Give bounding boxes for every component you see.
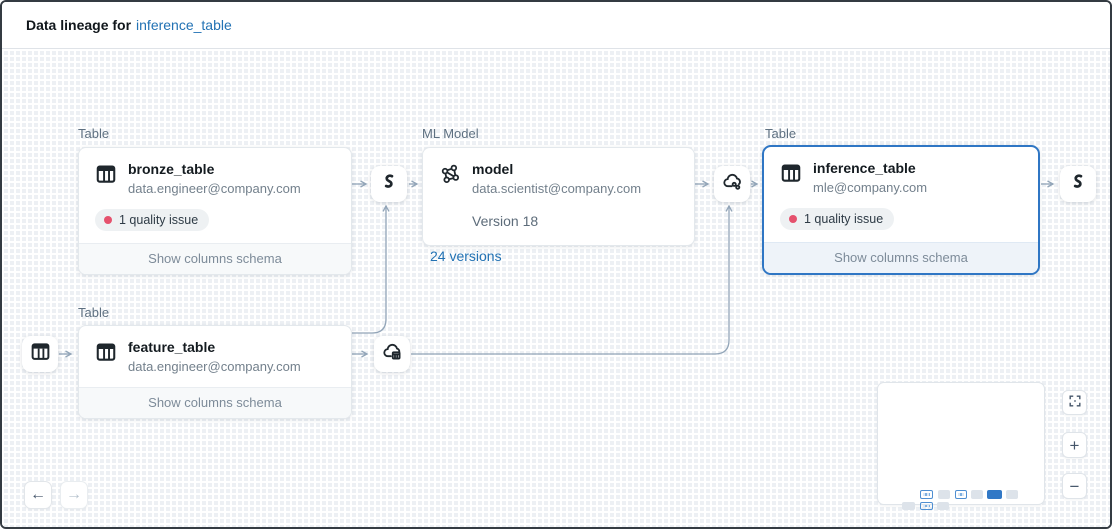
minimap-node: [1006, 490, 1018, 499]
forward-button[interactable]: →: [60, 481, 88, 509]
minimap-node: [955, 490, 967, 499]
fit-view-icon: [1068, 394, 1082, 411]
quality-dot-icon: [789, 215, 797, 224]
fit-to-view-button[interactable]: [1062, 390, 1087, 415]
minimap-node: [920, 490, 933, 499]
minimap-node: [938, 490, 950, 499]
show-columns-schema-button[interactable]: Show columns schema: [79, 243, 351, 275]
versions-link[interactable]: 24 versions: [430, 248, 502, 264]
quality-badge-label: 1 quality issue: [119, 213, 199, 228]
header: Data lineage for inference_table: [2, 2, 1110, 49]
quality-issue-badge[interactable]: 1 quality issue: [95, 209, 210, 232]
pipeline-icon: [1068, 172, 1088, 197]
node-pipeline-left[interactable]: [371, 166, 407, 202]
zoom-out-icon: −: [1069, 476, 1080, 496]
minimap-node: [920, 502, 933, 510]
back-arrow-icon: ←: [30, 486, 46, 503]
entity-name: inference_table: [813, 160, 916, 176]
minimap-node: [902, 502, 915, 510]
entity-owner: mle@company.com: [813, 179, 928, 195]
node-card-feature-table[interactable]: feature_table data.engineer@company.com …: [78, 325, 352, 420]
show-columns-schema-button[interactable]: Show columns schema: [79, 387, 351, 419]
entity-name: bronze_table: [128, 161, 215, 177]
entity-name: feature_table: [128, 339, 216, 355]
entity-owner: data.engineer@company.com: [128, 358, 301, 374]
node-model-serving[interactable]: [714, 166, 750, 202]
entity-owner: data.scientist@company.com: [472, 180, 642, 196]
node-feature-store[interactable]: [374, 336, 410, 372]
minimap-node-selected: [987, 490, 1002, 499]
zoom-out-button[interactable]: −: [1062, 473, 1087, 499]
zoom-in-button[interactable]: +: [1062, 432, 1087, 458]
node-card-inference-table[interactable]: inference_table mle@company.com 1 qualit…: [762, 145, 1040, 276]
node-card-model[interactable]: model data.scientist@company.com Version…: [422, 147, 695, 247]
minimap[interactable]: [877, 382, 1045, 510]
zoom-in-icon: +: [1069, 435, 1080, 455]
node-type-label: Table: [78, 305, 110, 320]
node-type-label: ML Model: [422, 126, 479, 141]
ml-model-icon: [439, 163, 461, 190]
forward-arrow-icon: →: [66, 486, 82, 503]
minimap-node: [937, 502, 949, 510]
node-source-table[interactable]: [22, 336, 58, 372]
table-icon: [95, 341, 117, 368]
quality-dot-icon: [104, 216, 112, 225]
table-icon: [95, 163, 117, 190]
back-button[interactable]: ←: [24, 481, 52, 509]
node-type-label: Table: [78, 126, 110, 141]
entity-name: model: [472, 161, 514, 177]
quality-issue-badge[interactable]: 1 quality issue: [780, 208, 895, 231]
node-pipeline-right[interactable]: [1060, 166, 1096, 202]
quality-badge-label: 1 quality issue: [804, 212, 884, 227]
entity-owner: data.engineer@company.com: [128, 180, 301, 196]
model-serving-icon: [722, 171, 743, 197]
node-card-bronze-table[interactable]: bronze_table data.engineer@company.com 1…: [78, 147, 352, 276]
page-title: Data lineage for: [26, 17, 132, 33]
feature-store-icon: [382, 341, 403, 367]
minimap-node: [971, 490, 983, 499]
show-columns-schema-button[interactable]: Show columns schema: [764, 242, 1038, 274]
lineage-canvas[interactable]: Table ML Model Table Table bronze_table …: [2, 49, 1110, 527]
entity-title-link[interactable]: inference_table: [136, 17, 232, 33]
node-type-label: Table: [765, 126, 797, 141]
table-icon: [780, 162, 802, 189]
table-icon: [30, 341, 51, 367]
lineage-edges: [59, 180, 1055, 358]
pipeline-icon: [379, 172, 399, 197]
model-version-label: Version 18: [472, 213, 539, 230]
